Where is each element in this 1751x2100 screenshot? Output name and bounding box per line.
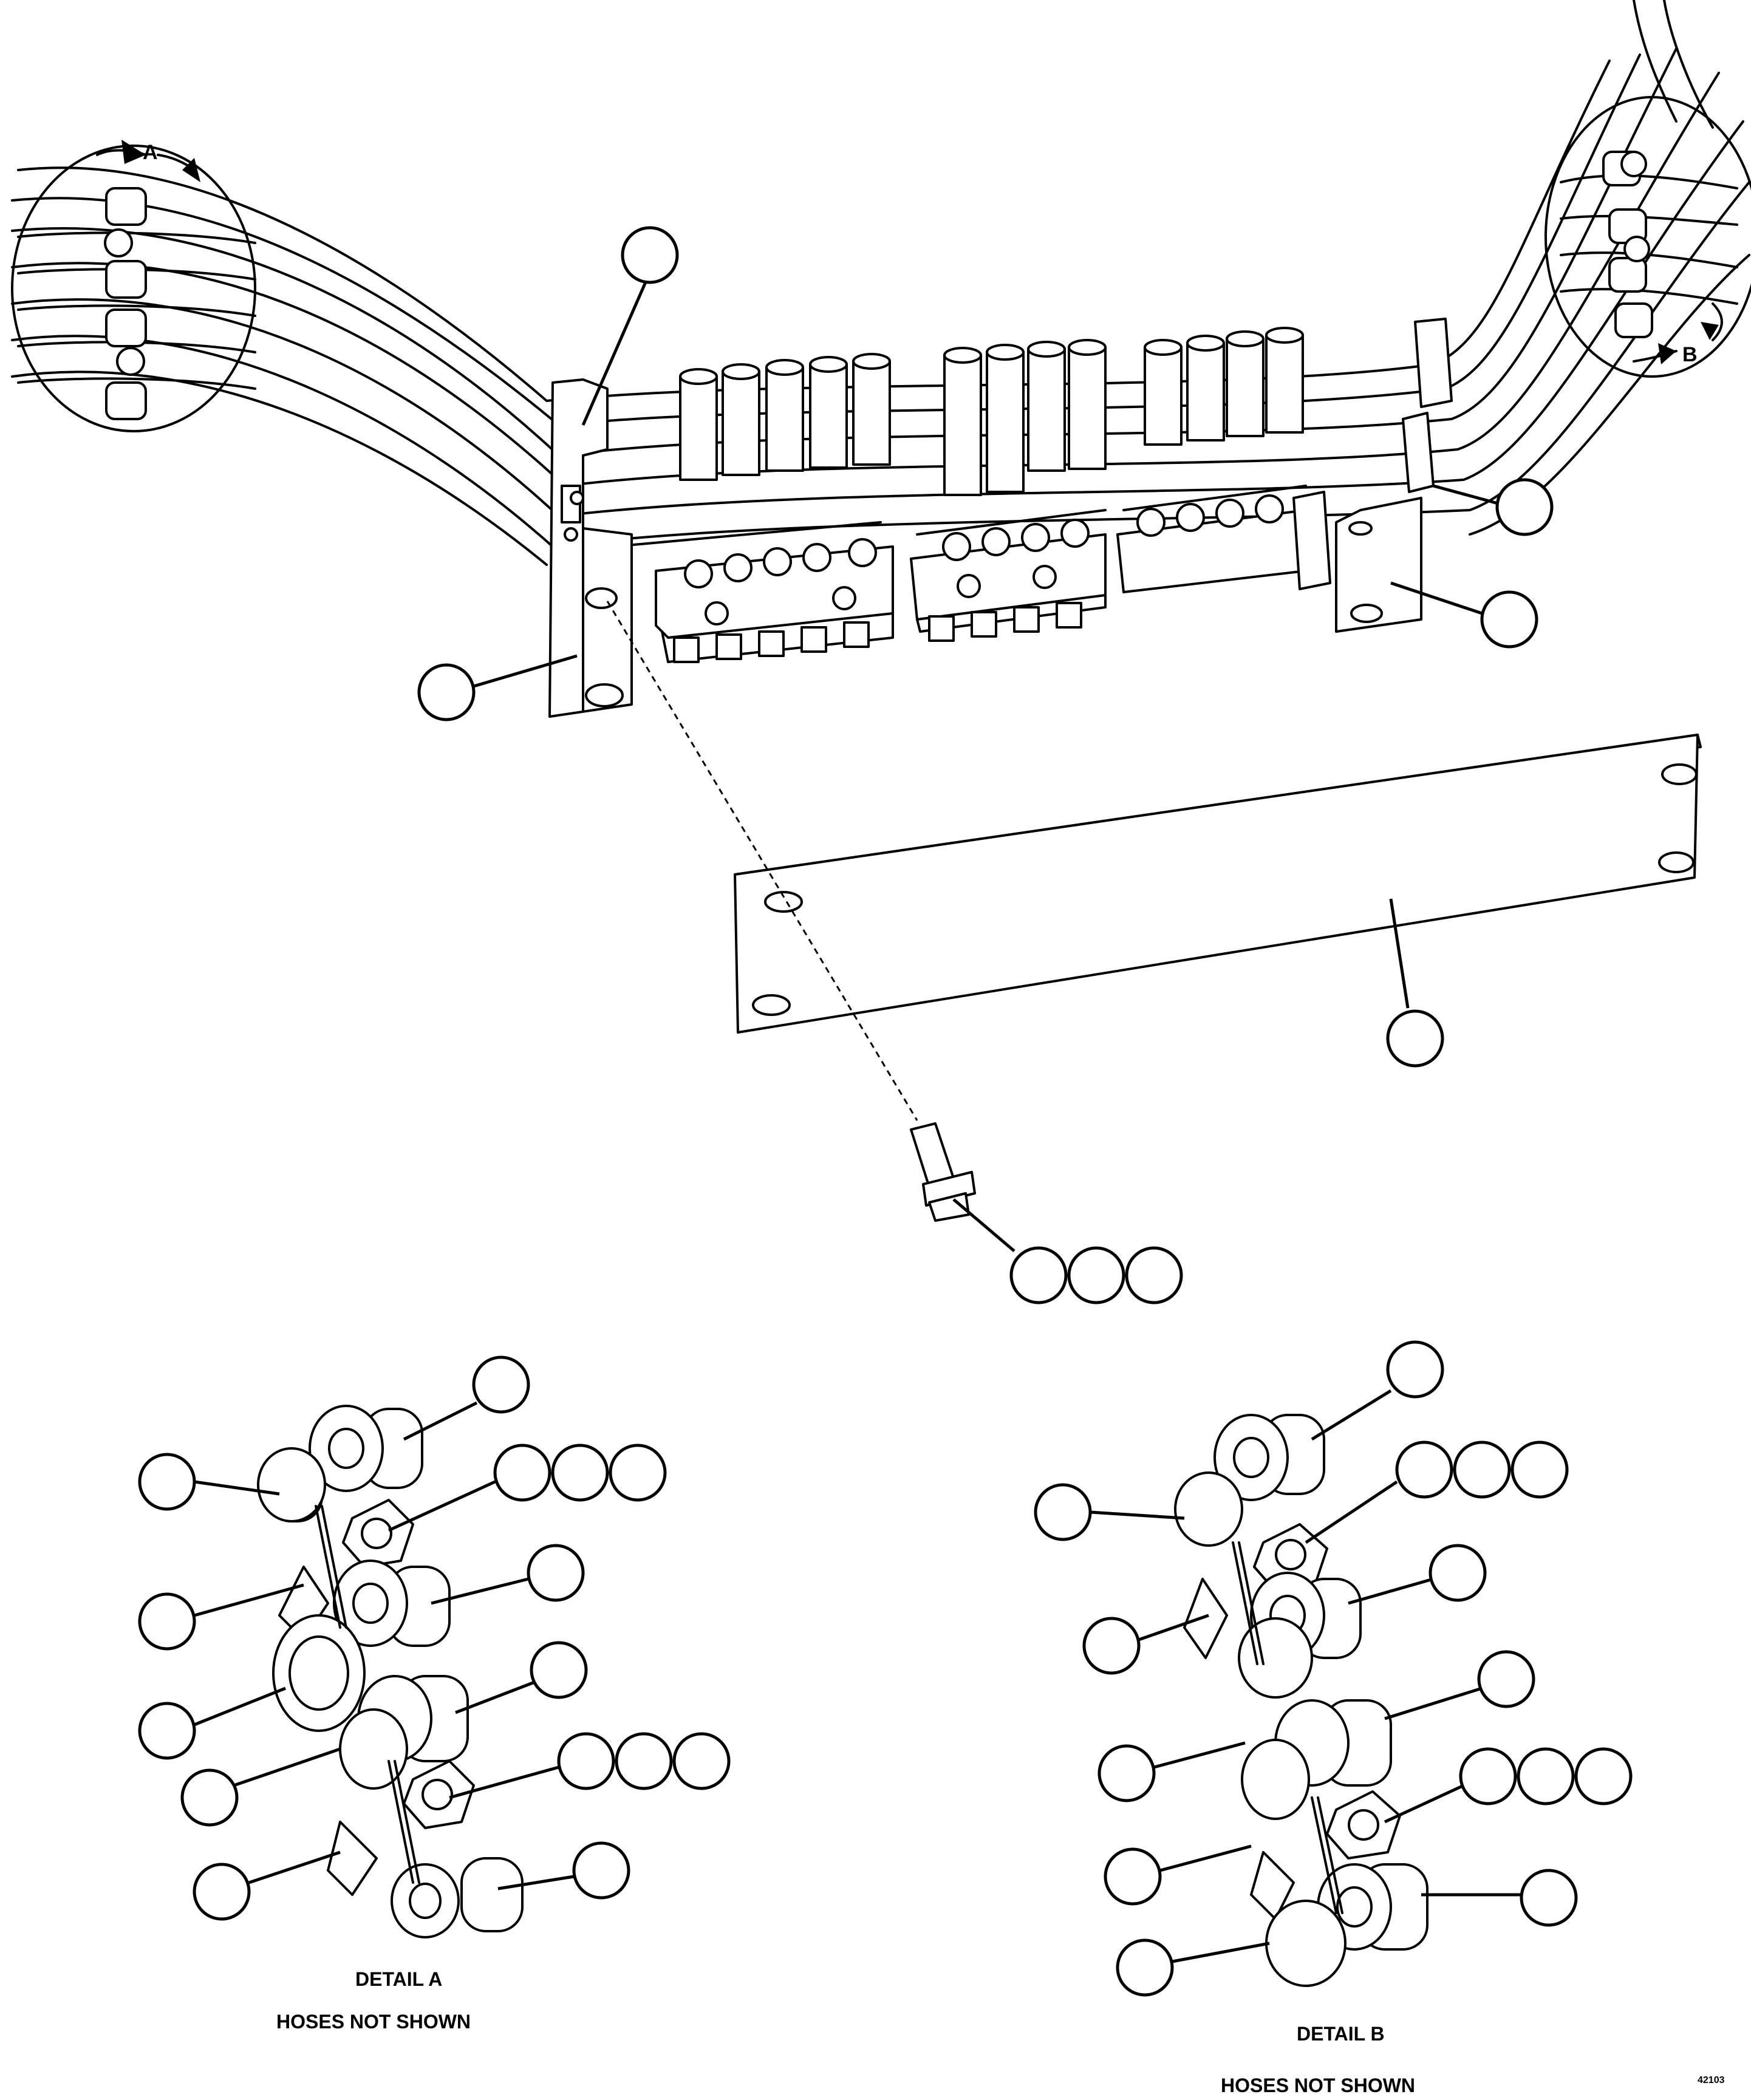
- callout-balloon: [1116, 1938, 1174, 1997]
- callout-balloon: [472, 1355, 530, 1414]
- callout-balloon: [138, 1702, 196, 1760]
- callout-balloon: [1520, 1869, 1578, 1927]
- callout-bubbles: [138, 226, 1633, 1997]
- mounting-bolt: [606, 601, 976, 1222]
- callout-balloon: [1034, 1483, 1092, 1541]
- detail-a-marker: A: [143, 141, 158, 164]
- callout-balloon: [1067, 1246, 1125, 1304]
- callout-balloon: [1125, 1246, 1183, 1304]
- right-bracket: [1335, 318, 1453, 633]
- cover-plate: [734, 734, 1702, 1034]
- figure-id: 42103: [1698, 2075, 1725, 2085]
- detail-a-note: HOSES NOT SHOWN: [276, 2011, 471, 2033]
- callout-balloon: [557, 1732, 615, 1790]
- callout-balloon: [138, 1592, 196, 1651]
- callout-balloon: [621, 226, 679, 284]
- hose-bundle: [11, 0, 1750, 566]
- detail-b-view: B: [1544, 96, 1751, 378]
- callout-balloon: [193, 1863, 251, 1921]
- detail-b-clamp-assembly: [1174, 1414, 1428, 1987]
- callout-balloon: [1386, 1009, 1444, 1068]
- callout-balloon: [1459, 1747, 1517, 1805]
- detail-a-view: A: [11, 140, 256, 432]
- callout-balloon: [1480, 590, 1538, 649]
- callout-balloon: [1574, 1747, 1633, 1805]
- valve-cylinders: [679, 327, 1304, 496]
- callout-balloon: [493, 1444, 551, 1502]
- callout-balloon: [1517, 1747, 1575, 1805]
- callout-balloon: [1477, 1650, 1535, 1708]
- detail-a-clamp-assembly: [257, 1405, 524, 1938]
- detail-b-note: HOSES NOT SHOWN: [1221, 2074, 1415, 2096]
- callout-balloon: [1510, 1440, 1569, 1499]
- callout-balloon: [572, 1841, 630, 1900]
- callout-balloon: [1082, 1617, 1141, 1675]
- callout-balloon: [180, 1768, 239, 1827]
- detail-b-marker: B: [1682, 343, 1698, 366]
- callout-balloon: [1495, 478, 1554, 536]
- manifold-blocks: [612, 485, 1331, 663]
- callout-balloon: [1104, 1847, 1162, 1906]
- left-bracket: [548, 378, 633, 718]
- callout-balloon: [1395, 1440, 1453, 1499]
- detail-a-title: DETAIL A: [355, 1968, 442, 1990]
- callout-balloon: [615, 1732, 673, 1790]
- callout-balloon: [1386, 1340, 1444, 1399]
- callout-balloon: [417, 663, 476, 721]
- detail-b-title: DETAIL B: [1297, 2023, 1385, 2045]
- callout-balloon: [1097, 1744, 1156, 1802]
- callout-balloon: [1428, 1544, 1487, 1602]
- callout-balloon: [527, 1544, 585, 1602]
- callout-balloon: [609, 1444, 667, 1502]
- callout-balloon: [530, 1641, 588, 1699]
- callout-balloon: [138, 1453, 196, 1511]
- callout-balloon: [1009, 1246, 1068, 1304]
- callout-balloon: [551, 1444, 609, 1502]
- callout-balloon: [672, 1732, 731, 1790]
- callout-balloon: [1453, 1440, 1511, 1499]
